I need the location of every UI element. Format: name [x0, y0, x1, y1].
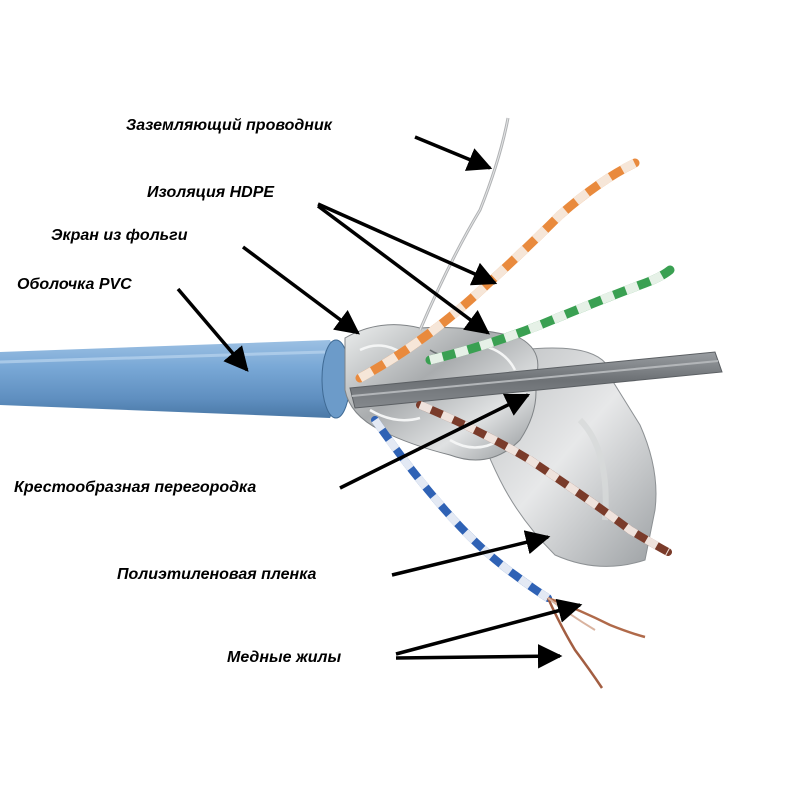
label-polyethylene-film: Полиэтиленовая пленка — [117, 566, 317, 583]
arrow-cross-separator — [339, 393, 531, 490]
cross-separator — [349, 351, 723, 409]
orange-pair — [355, 158, 640, 383]
green-pair — [425, 265, 675, 365]
arrow-foil-shield — [241, 245, 360, 335]
label-cross-separator: Крестообразная перегородка — [14, 479, 257, 496]
brown-pair — [416, 401, 672, 556]
arrow-hdpe-1 — [317, 202, 498, 286]
arrow-copper-cores-2 — [395, 644, 563, 669]
label-ground-wire: Заземляющий проводник — [126, 117, 332, 134]
arrow-copper-cores-1 — [395, 598, 583, 656]
label-foil-shield: Экран из фольги — [51, 227, 188, 244]
pvc-jacket — [0, 339, 351, 419]
arrow-polyethylene-film — [391, 530, 551, 577]
copper-cores — [546, 596, 646, 689]
arrow-pvc-jacket — [176, 287, 249, 372]
label-copper-cores: Медные жилы — [227, 649, 342, 666]
label-pvc-jacket: Оболочка PVC — [17, 276, 132, 293]
callout-arrows — [176, 135, 583, 669]
ground-wire — [418, 117, 510, 331]
arrow-ground-wire — [414, 135, 493, 171]
blue-pair — [371, 416, 552, 602]
arrow-hdpe-2 — [316, 204, 490, 335]
label-hdpe-insulation: Изоляция HDPE — [147, 184, 275, 201]
